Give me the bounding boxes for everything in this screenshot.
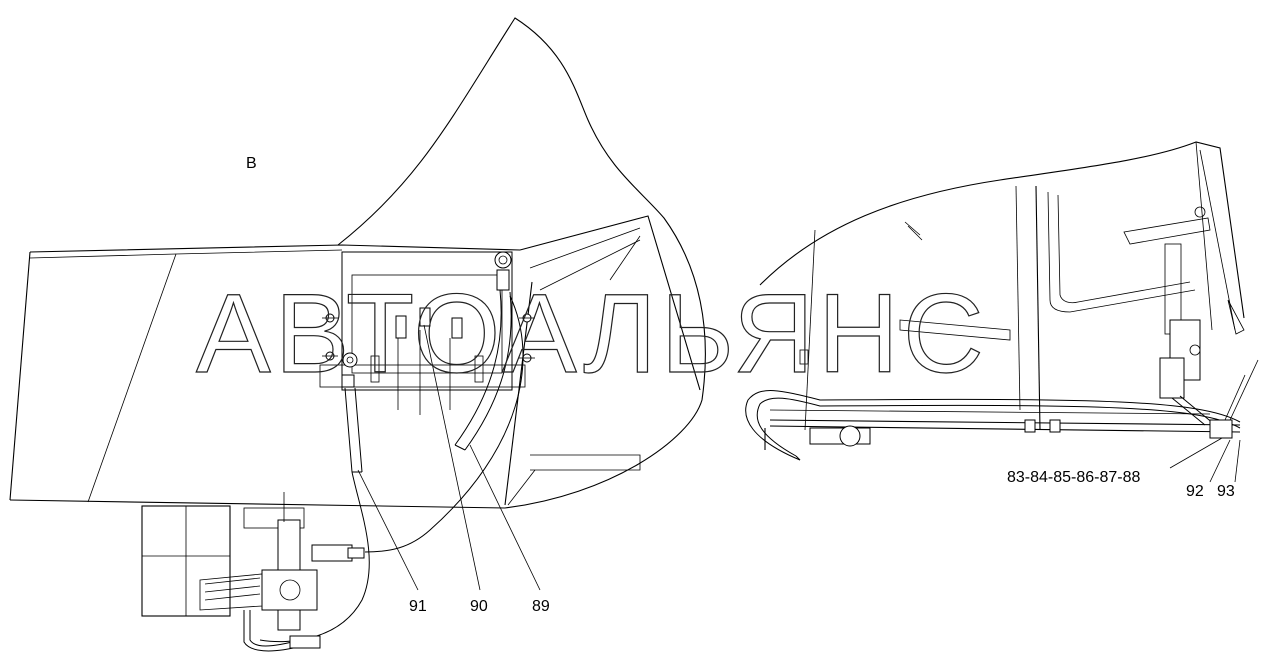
callout-90: 90 <box>470 598 488 615</box>
leader-lines-right <box>1169 437 1241 483</box>
mounting-plate <box>319 251 535 391</box>
lower-assembly <box>141 492 365 652</box>
leader-lines-left <box>357 324 541 591</box>
callout-92: 92 <box>1186 483 1204 500</box>
view-label: В <box>246 155 257 172</box>
left-body-panel <box>9 17 706 509</box>
callout-93: 93 <box>1217 483 1235 500</box>
right-body-panel <box>745 141 1259 461</box>
watermark-text: АВТОАЛЬЯНС <box>196 271 988 396</box>
callout-89: 89 <box>532 598 550 615</box>
callout-83-88: 83-84-85-86-87-88 <box>1007 469 1141 486</box>
callout-91: 91 <box>409 598 427 615</box>
